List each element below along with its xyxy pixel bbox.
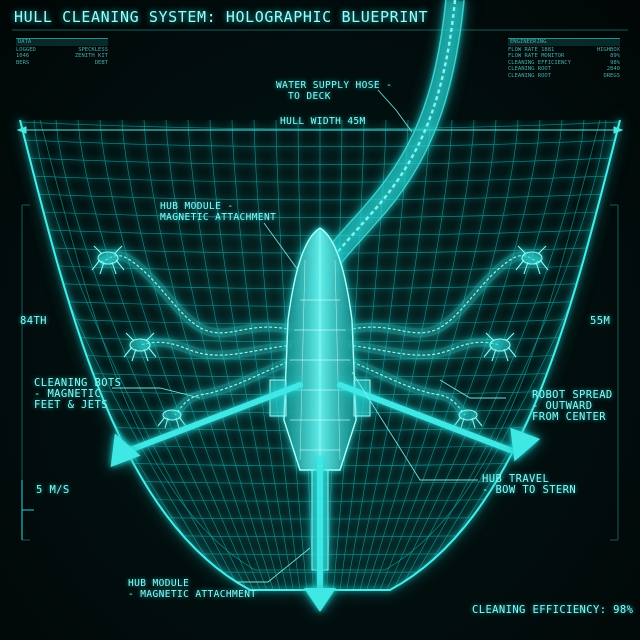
- panel-row-value: DEBT: [94, 59, 108, 66]
- panel-row-key: FLOW RATE MONITOR: [508, 53, 565, 59]
- panel-row-key: LOGGED: [16, 46, 36, 53]
- panel-row-value: 98%: [610, 59, 620, 66]
- panel-row: 1046 ZENITH KIT: [16, 53, 108, 60]
- panel-row-key: FLOW RATE 1881: [508, 46, 555, 53]
- panel-row-value: 2840: [606, 66, 620, 72]
- panel-row-key: BERS: [16, 59, 30, 66]
- panel-row-value: SPECKLESS: [78, 46, 108, 53]
- cleaning-bot: [91, 245, 125, 275]
- page-title: HULL CLEANING SYSTEM: HOLOGRAPHIC BLUEPR…: [14, 8, 429, 26]
- cleaning-bot: [515, 245, 549, 275]
- panel-row-key: 1046: [16, 53, 30, 59]
- cleaning-bots-label: CLEANING BOTS - MAGNETIC FEET & JETS: [34, 377, 122, 411]
- cleaning-bot: [157, 409, 187, 429]
- robot-spread-label: ROBOT SPREAD - OUTWARD FROM CENTER: [532, 389, 613, 423]
- panel-row-value: HIGHBOX: [596, 46, 620, 53]
- panel-row: CLEANING ROOT 2840: [508, 66, 620, 73]
- speed-label: 5 M/S: [36, 484, 70, 496]
- panel-row-value: ZENITH KIT: [74, 53, 108, 59]
- panel-row-key: CLEANING EFFICIENCY: [508, 59, 571, 66]
- cleaning-efficiency-readout: CLEANING EFFICIENCY: 98%: [472, 604, 634, 616]
- hub-module-top-label: HUB MODULE - MAGNETIC ATTACHMENT: [160, 201, 277, 223]
- panel-row: CLEANING ROOT DREGS: [508, 73, 620, 80]
- cleaning-bot: [453, 409, 483, 429]
- hub-travel-label: HUB TRAVEL - BOW TO STERN: [482, 473, 577, 496]
- panel-row: CLEANING EFFICIENCY 98%: [508, 60, 620, 67]
- panel-row: FLOW RATE 1881 HIGHBOX: [508, 47, 620, 54]
- panel-row-key: CLEANING ROOT: [508, 66, 552, 72]
- cleaning-bot: [123, 332, 157, 362]
- data-panel-header: DATA: [16, 39, 108, 46]
- cleaning-bot: [483, 332, 517, 362]
- left-scale-label: 84TH: [20, 315, 47, 327]
- panel-row-value: 89%: [610, 53, 620, 59]
- hub-module-bottom-label: HUB MODULE - MAGNETIC ATTACHMENT: [128, 578, 257, 600]
- panel-row: BERS DEBT: [16, 60, 108, 67]
- panel-row: FLOW RATE MONITOR 89%: [508, 53, 620, 60]
- engineering-panel-header: ENGINEERING: [508, 39, 620, 46]
- panel-row-value: DREGS: [603, 72, 620, 79]
- panel-row: LOGGED SPECKLESS: [16, 47, 108, 54]
- panel-row-key: CLEANING ROOT: [508, 72, 552, 79]
- data-panel-left: DATA LOGGED SPECKLESS 1046 ZENITH KIT BERS DE…: [16, 38, 108, 66]
- hull-width-label: HULL WIDTH 45M: [280, 116, 366, 127]
- right-scale-label: 55M: [590, 315, 611, 327]
- water-hose-label: WATER SUPPLY HOSE - TO DECK: [276, 80, 393, 102]
